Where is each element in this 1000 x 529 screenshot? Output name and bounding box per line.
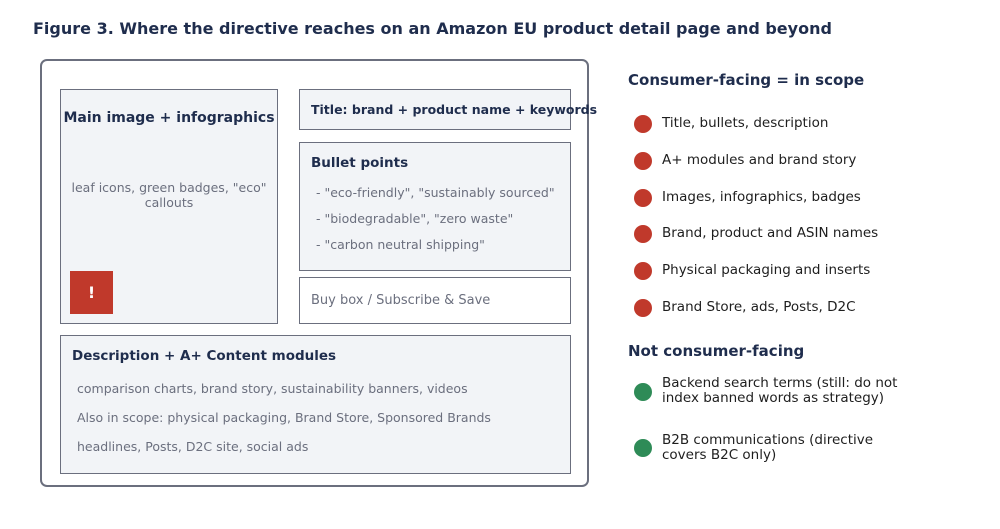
in-scope-item: Title, bullets, description bbox=[662, 115, 829, 131]
buy-box: Buy box / Subscribe & Save bbox=[299, 277, 571, 324]
title-box-label: Title: brand + product name + keywords bbox=[311, 102, 598, 117]
red-dot-icon bbox=[634, 115, 652, 133]
description-box: Description + A+ Content modules compari… bbox=[60, 335, 571, 474]
main-image-box: Main image + infographics leaf icons, gr… bbox=[60, 89, 278, 324]
figure-title: Figure 3. Where the directive reaches on… bbox=[33, 19, 832, 38]
green-dot-icon bbox=[634, 439, 652, 457]
in-scope-item: Physical packaging and inserts bbox=[662, 262, 871, 278]
description-line: comparison charts, brand story, sustaina… bbox=[77, 381, 468, 396]
description-line: headlines, Posts, D2C site, social ads bbox=[77, 439, 309, 454]
in-scope-item: Images, infographics, badges bbox=[662, 189, 861, 205]
red-dot-icon bbox=[634, 189, 652, 207]
red-dot-icon bbox=[634, 225, 652, 243]
out-scope-item: B2B communications (directive covers B2C… bbox=[662, 432, 874, 463]
bullet-item: - "carbon neutral shipping" bbox=[316, 237, 485, 252]
in-scope-item: Brand, product and ASIN names bbox=[662, 225, 879, 241]
main-image-heading: Main image + infographics bbox=[63, 110, 275, 126]
red-dot-icon bbox=[634, 152, 652, 170]
bullet-item: - "eco-friendly", "sustainably sourced" bbox=[316, 185, 555, 200]
description-heading: Description + A+ Content modules bbox=[72, 348, 337, 364]
title-box: Title: brand + product name + keywords bbox=[299, 89, 597, 130]
in-scope-item: A+ modules and brand story bbox=[662, 152, 857, 168]
description-line: Also in scope: physical packaging, Brand… bbox=[77, 410, 491, 425]
bullet-item: - "biodegradable", "zero waste" bbox=[316, 211, 514, 226]
red-dot-icon bbox=[634, 299, 652, 317]
green-dot-icon bbox=[634, 383, 652, 401]
in-scope-heading: Consumer-facing = in scope bbox=[628, 71, 865, 89]
bullet-points-box: Bullet points - "eco-friendly", "sustain… bbox=[299, 142, 571, 271]
out-scope-item: Backend search terms (still: do not inde… bbox=[662, 375, 898, 406]
main-image-detail: leaf icons, green badges, "eco" callouts bbox=[71, 180, 267, 210]
bullet-points-heading: Bullet points bbox=[311, 155, 409, 171]
in-scope-item: Brand Store, ads, Posts, D2C bbox=[662, 299, 856, 315]
buy-box-label: Buy box / Subscribe & Save bbox=[311, 293, 491, 308]
out-scope-heading: Not consumer-facing bbox=[628, 342, 805, 360]
red-dot-icon bbox=[634, 262, 652, 280]
alert-icon: ! bbox=[70, 271, 113, 314]
